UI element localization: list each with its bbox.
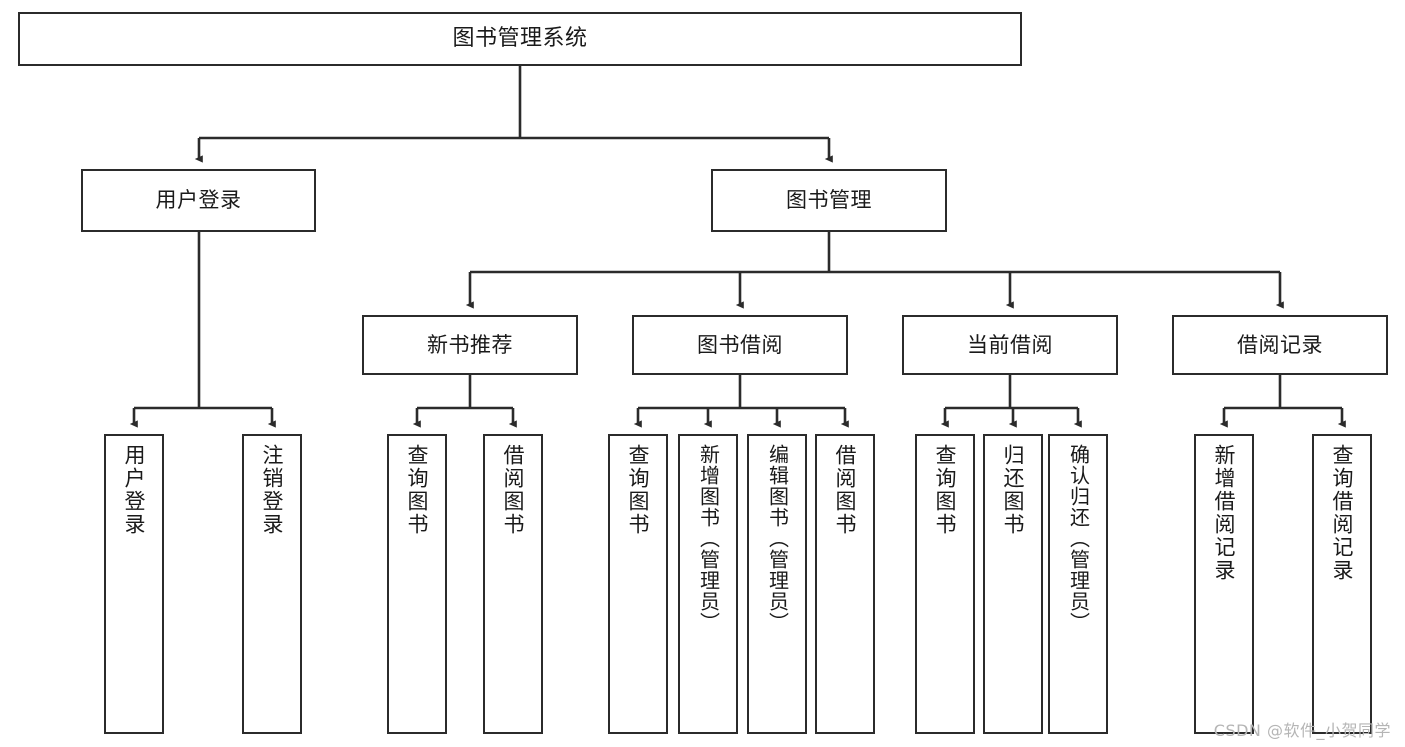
csdn-watermark: CSDN @软件_小贺同学 [1213, 721, 1391, 740]
node-label-leaf-bb-add: 新增图书（管理员） [696, 444, 721, 633]
node-label-leaf-logout: 注销登录 [260, 444, 285, 536]
node-user-login[interactable]: 用户登录 [81, 169, 316, 232]
node-label-leaf-br-query: 查询借阅记录 [1330, 444, 1355, 582]
node-leaf-cb-query[interactable]: 查询图书 [915, 434, 975, 734]
node-leaf-cb-return[interactable]: 归还图书 [983, 434, 1043, 734]
node-new-book-rec[interactable]: 新书推荐 [362, 315, 578, 375]
node-leaf-rec-borrow[interactable]: 借阅图书 [483, 434, 543, 734]
node-leaf-bb-query[interactable]: 查询图书 [608, 434, 668, 734]
node-label-leaf-br-add: 新增借阅记录 [1212, 444, 1237, 582]
node-label-book-manage: 图书管理 [786, 188, 872, 213]
node-label-leaf-user-login: 用户登录 [122, 444, 147, 536]
node-label-new-book-rec: 新书推荐 [427, 332, 513, 357]
node-leaf-br-add[interactable]: 新增借阅记录 [1194, 434, 1254, 734]
node-label-user-login: 用户登录 [155, 188, 242, 213]
node-borrow-record[interactable]: 借阅记录 [1172, 315, 1388, 375]
node-leaf-user-login[interactable]: 用户登录 [104, 434, 164, 734]
node-label-leaf-bb-query: 查询图书 [626, 444, 651, 536]
node-leaf-cb-confirm[interactable]: 确认归还（管理员） [1048, 434, 1108, 734]
node-label-leaf-cb-return: 归还图书 [1001, 444, 1026, 536]
node-label-leaf-bb-edit: 编辑图书（管理员） [765, 444, 790, 633]
node-book-manage[interactable]: 图书管理 [711, 169, 947, 232]
node-root[interactable]: 图书管理系统 [18, 12, 1022, 66]
node-leaf-bb-add[interactable]: 新增图书（管理员） [678, 434, 738, 734]
node-book-borrow[interactable]: 图书借阅 [632, 315, 848, 375]
node-current-borrow[interactable]: 当前借阅 [902, 315, 1118, 375]
node-leaf-br-query[interactable]: 查询借阅记录 [1312, 434, 1372, 734]
node-label-leaf-rec-borrow: 借阅图书 [501, 444, 526, 536]
node-label-borrow-record: 借阅记录 [1237, 332, 1323, 357]
node-label-book-borrow: 图书借阅 [697, 332, 783, 357]
node-label-leaf-cb-query: 查询图书 [933, 444, 958, 536]
node-leaf-bb-edit[interactable]: 编辑图书（管理员） [747, 434, 807, 734]
node-label-root: 图书管理系统 [452, 26, 588, 52]
node-label-leaf-cb-confirm: 确认归还（管理员） [1066, 444, 1091, 633]
node-label-current-borrow: 当前借阅 [967, 332, 1053, 357]
node-leaf-bb-borrow[interactable]: 借阅图书 [815, 434, 875, 734]
node-leaf-logout[interactable]: 注销登录 [242, 434, 302, 734]
node-label-leaf-rec-query: 查询图书 [405, 444, 430, 536]
node-leaf-rec-query[interactable]: 查询图书 [387, 434, 447, 734]
node-label-leaf-bb-borrow: 借阅图书 [833, 444, 858, 536]
